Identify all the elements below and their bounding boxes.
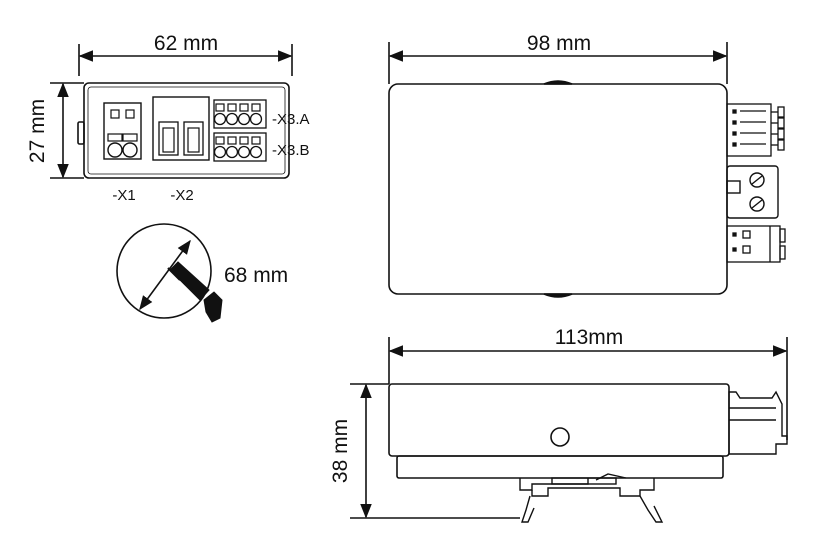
top-view <box>388 42 786 298</box>
side-width-label: 113mm <box>555 326 623 349</box>
terminal-x2 <box>152 96 210 161</box>
front-side-stub <box>77 121 85 145</box>
side-view <box>350 337 788 523</box>
front-height-label: 27 mm <box>26 99 49 163</box>
terminal-x3b <box>213 132 267 162</box>
top-clip-tab-top <box>543 80 573 85</box>
side-connector <box>728 390 788 455</box>
terminal-x3a <box>213 99 267 129</box>
connector-plug-icon <box>169 261 210 301</box>
top-housing <box>388 83 728 295</box>
terminal-x2-label: -X2 <box>170 187 193 204</box>
front-view <box>50 44 293 179</box>
top-connector-x3 <box>726 103 785 157</box>
side-height-label: 38 mm <box>329 419 352 483</box>
side-base-plate <box>396 455 724 479</box>
clearance-detail <box>116 223 223 323</box>
front-width-label: 62 mm <box>154 32 218 55</box>
side-mounting-hole <box>550 427 570 447</box>
top-connector-x1 <box>726 225 786 263</box>
terminal-x1 <box>103 102 142 160</box>
top-clip-tab-bottom <box>543 293 573 298</box>
clearance-dim-line <box>139 239 191 311</box>
din-rail-clip <box>519 473 664 523</box>
terminal-x3a-label: -X3.A <box>272 111 310 128</box>
screw-icon <box>749 172 765 188</box>
clearance-label: 68 mm <box>224 264 288 287</box>
front-housing-inner-edge <box>87 86 286 175</box>
connector-lever-icon <box>203 291 223 323</box>
screw-icon <box>749 196 765 212</box>
terminal-x3b-label: -X3.B <box>272 142 310 159</box>
terminal-x1-label: -X1 <box>112 187 135 204</box>
clearance-circle <box>116 223 212 319</box>
top-width-label: 98 mm <box>527 32 591 55</box>
top-connector-x2 <box>726 165 779 219</box>
connector-ridges <box>167 267 199 296</box>
